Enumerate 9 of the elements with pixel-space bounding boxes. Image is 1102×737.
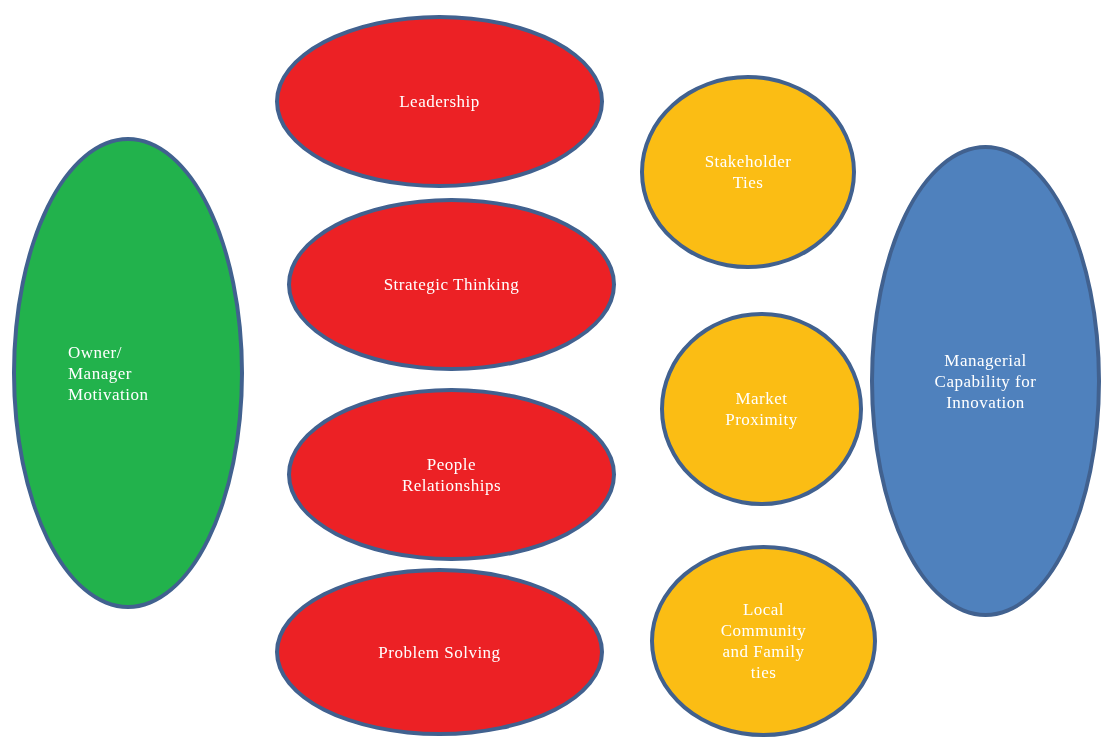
node-label: Owner/ Manager Motivation — [68, 341, 150, 405]
node-label: Market Proximity — [724, 388, 799, 430]
node-label: Stakeholder Ties — [703, 151, 793, 193]
node-label: Local Community and Family ties — [719, 599, 808, 683]
node-label: People Relationships — [400, 453, 503, 496]
node-label: Problem Solving — [378, 641, 501, 663]
node-label: Strategic Thinking — [383, 274, 520, 295]
node-label: Managerial Capability for Innovation — [933, 349, 1038, 413]
node-label: Leadership — [399, 91, 480, 112]
